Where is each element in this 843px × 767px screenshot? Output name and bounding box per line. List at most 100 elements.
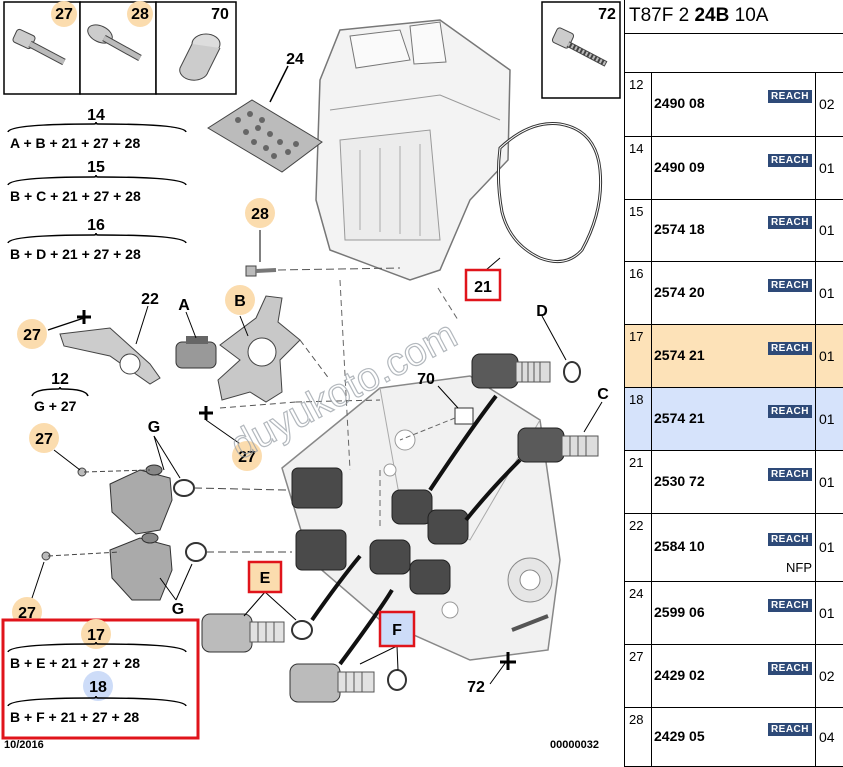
quantity: 01 [819, 539, 835, 555]
formula-16: 16 B + D + 21 + 27 + 28 [7, 217, 187, 262]
sleeve-icon [179, 33, 221, 81]
callout-22: 22 [141, 291, 159, 308]
part-reference: 2599 06 [654, 604, 705, 620]
part-reference: 2574 21 [654, 410, 705, 426]
callout-27: 27 [23, 327, 41, 344]
code-box-label: 72 [598, 6, 616, 23]
callout-70: 70 [417, 371, 435, 388]
row-index: 15 [629, 204, 644, 219]
callout-21: 21 [474, 279, 492, 296]
diagram-date: 10/2016 [4, 739, 44, 751]
reach-badge: REACH [767, 342, 812, 355]
quantity: 01 [819, 605, 835, 621]
screw-icon [551, 27, 608, 67]
part-reference: 2574 18 [654, 221, 705, 237]
row-index: 28 [629, 712, 644, 727]
row-index: 22 [629, 518, 644, 533]
row-index: 27 [629, 649, 644, 664]
quantity: 02 [819, 96, 835, 112]
callout-27: 27 [18, 605, 36, 622]
callout-72: 72 [467, 679, 485, 696]
quantity: 01 [819, 285, 835, 301]
sleeve-70 [399, 385, 474, 441]
part-reference: 2490 08 [654, 95, 705, 111]
solenoid-g-upper [29, 423, 287, 535]
row-main: 2574 18 REACH [651, 200, 816, 261]
callout-e: E [260, 570, 271, 587]
row-main: 2429 05 REACH [651, 708, 816, 766]
callout-b: B [234, 293, 246, 310]
code-box-28[interactable]: 28 [79, 1, 157, 95]
control-unit [315, 19, 511, 281]
code-box-label: 70 [211, 6, 229, 23]
solenoid-f [289, 588, 407, 703]
bracket-22 [59, 305, 161, 385]
reach-badge: REACH [767, 723, 812, 736]
reach-badge: REACH [767, 216, 812, 229]
code-box-70[interactable]: 70 [155, 1, 237, 95]
callout-box-21 [464, 268, 502, 302]
row-index: 21 [629, 455, 644, 470]
callout-c: C [597, 386, 609, 403]
callout-24: 24 [286, 51, 304, 68]
part-reference: 2429 05 [654, 728, 705, 744]
screw-icon [87, 24, 142, 62]
callout-28: 28 [251, 206, 269, 223]
nfp-note: NFP [786, 560, 812, 575]
part-reference: 2490 09 [654, 159, 705, 175]
svg-text:17: 17 [87, 627, 105, 644]
svg-text:B + E + 21 + 27 + 28: B + E + 21 + 27 + 28 [10, 655, 140, 671]
part-reference: 2429 02 [654, 667, 705, 683]
formula-box-17-18: 17 B + E + 21 + 27 + 28 18 B + F + 21 + … [1, 618, 200, 740]
callout-box-e [247, 560, 283, 594]
screw-28 [245, 198, 401, 277]
quantity: 02 [819, 668, 835, 684]
svg-text:B + F + 21 + 27 + 28: B + F + 21 + 27 + 28 [10, 709, 139, 725]
reach-badge: REACH [767, 533, 812, 546]
solenoid-c [464, 401, 603, 522]
row-index: 17 [629, 329, 644, 344]
code-box-27[interactable]: 27 [3, 1, 81, 95]
seal-kit-24 [207, 99, 323, 173]
table-row[interactable]: 28 2429 05 REACH 04 [625, 708, 843, 767]
quantity: 04 [819, 729, 835, 745]
diagram-code: 00000032 [550, 739, 599, 751]
solenoid-e [201, 554, 362, 653]
row-index: 16 [629, 266, 644, 281]
svg-text:G + 27: G + 27 [34, 398, 77, 414]
table-header: T87F 2 24B 10A [625, 0, 843, 34]
callout-27: 27 [238, 449, 256, 466]
reach-badge: REACH [767, 279, 812, 292]
gasket-21 [496, 122, 603, 264]
callout-box-f [378, 610, 416, 648]
svg-text:15: 15 [87, 159, 105, 176]
row-index: 12 [629, 77, 644, 92]
part-reference: 2574 21 [654, 347, 705, 363]
code-box-72[interactable]: 72 [541, 1, 621, 99]
callout-g-lower: G [172, 601, 184, 618]
formula-12: 12 G + 27 [31, 371, 89, 414]
code-box-label: 27 [55, 6, 73, 23]
formula-14: 14 A + B + 21 + 27 + 28 [7, 107, 187, 151]
svg-text:B + D + 21 + 27 + 28: B + D + 21 + 27 + 28 [10, 246, 141, 262]
callout-circle-27 [17, 319, 47, 349]
quantity: 01 [819, 474, 835, 490]
quantity: 01 [819, 160, 835, 176]
svg-text:16: 16 [87, 217, 105, 234]
